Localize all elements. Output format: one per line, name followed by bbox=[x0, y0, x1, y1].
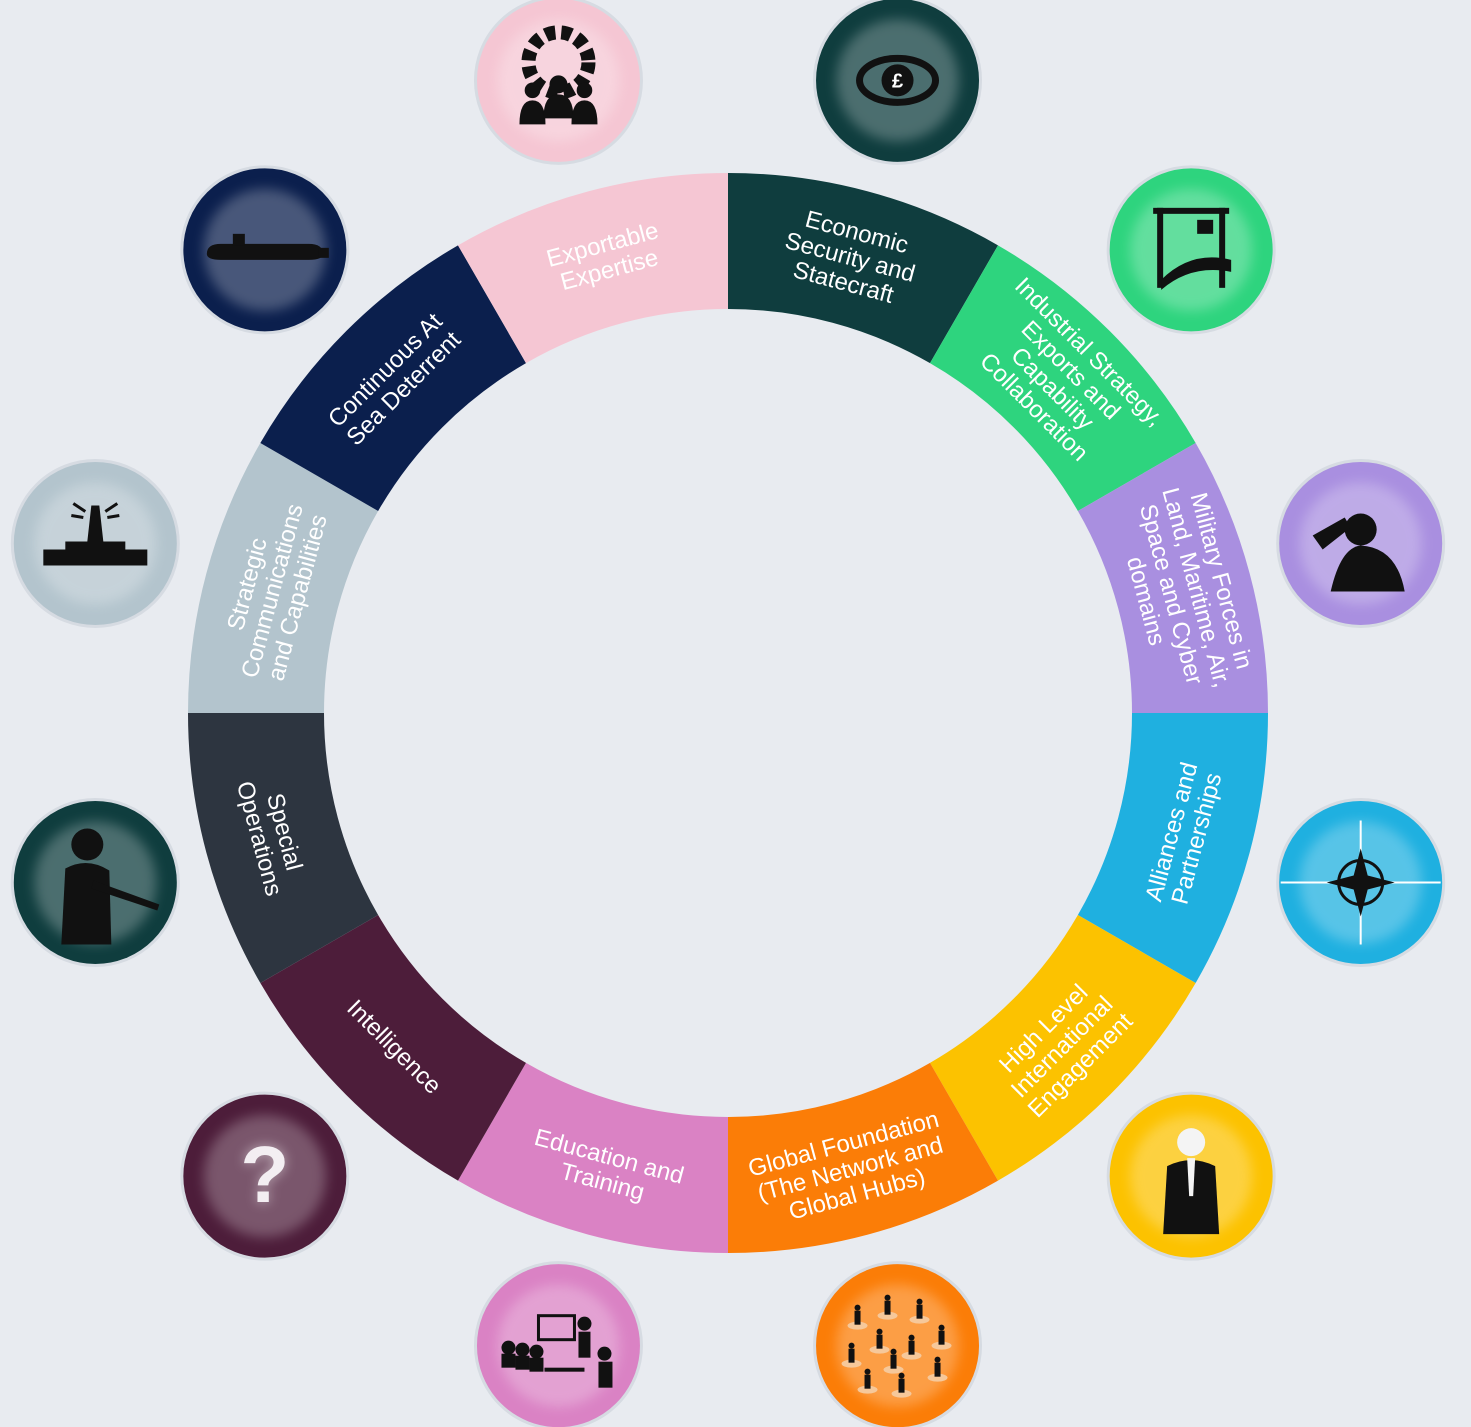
submarine-icon bbox=[180, 165, 350, 335]
classroom-icon-glyph bbox=[501, 1314, 613, 1388]
segment-education bbox=[458, 1062, 728, 1253]
question-mark-icon-glyph: ?? bbox=[240, 1130, 289, 1219]
question-mark-icon: ?? bbox=[180, 1091, 350, 1261]
official-figure-icon-glyph bbox=[1163, 1128, 1220, 1235]
armed-soldier-icon bbox=[10, 798, 180, 968]
shipyard-crane-icon-glyph bbox=[1153, 207, 1232, 290]
segment-alliances bbox=[1077, 713, 1268, 983]
ring-segments bbox=[188, 173, 1268, 1253]
segment-global bbox=[728, 1062, 998, 1253]
pound-exchange-eye-icon-glyph: £ bbox=[856, 54, 940, 106]
segment-military bbox=[1077, 443, 1268, 713]
people-network-icon bbox=[813, 1261, 983, 1427]
gear-team-icon bbox=[473, 0, 643, 165]
saluting-soldier-icon bbox=[1276, 458, 1446, 628]
saluting-soldier-icon-glyph bbox=[1312, 513, 1405, 592]
gear-team-icon-glyph bbox=[519, 25, 598, 125]
classroom-icon bbox=[473, 1261, 643, 1427]
segment-highlevel bbox=[930, 915, 1196, 1181]
svg-text:?: ? bbox=[240, 1130, 289, 1219]
pound-exchange-eye-icon: £ bbox=[813, 0, 983, 165]
svg-text:?: ? bbox=[240, 1130, 289, 1219]
submarine-icon-glyph bbox=[206, 233, 329, 260]
broadcast-tower-icon bbox=[10, 458, 180, 628]
segment-casd bbox=[260, 245, 526, 511]
shipyard-crane-icon bbox=[1106, 165, 1276, 335]
armed-soldier-icon-glyph bbox=[61, 828, 160, 945]
broadcast-tower-icon-glyph bbox=[43, 502, 148, 566]
people-network-icon-glyph bbox=[841, 1294, 952, 1398]
compass-star-icon-glyph bbox=[1280, 820, 1441, 945]
icon-circles: £?? bbox=[10, 0, 1446, 1427]
segment-special bbox=[188, 713, 379, 983]
segment-exportable bbox=[458, 173, 728, 364]
segment-economic bbox=[728, 173, 998, 364]
svg-text:£: £ bbox=[892, 70, 903, 92]
compass-star-icon bbox=[1276, 798, 1446, 968]
segment-industrial bbox=[930, 245, 1196, 511]
segment-stratcom bbox=[188, 443, 379, 713]
segment-intelligence bbox=[260, 915, 526, 1181]
official-figure-icon bbox=[1106, 1091, 1276, 1261]
